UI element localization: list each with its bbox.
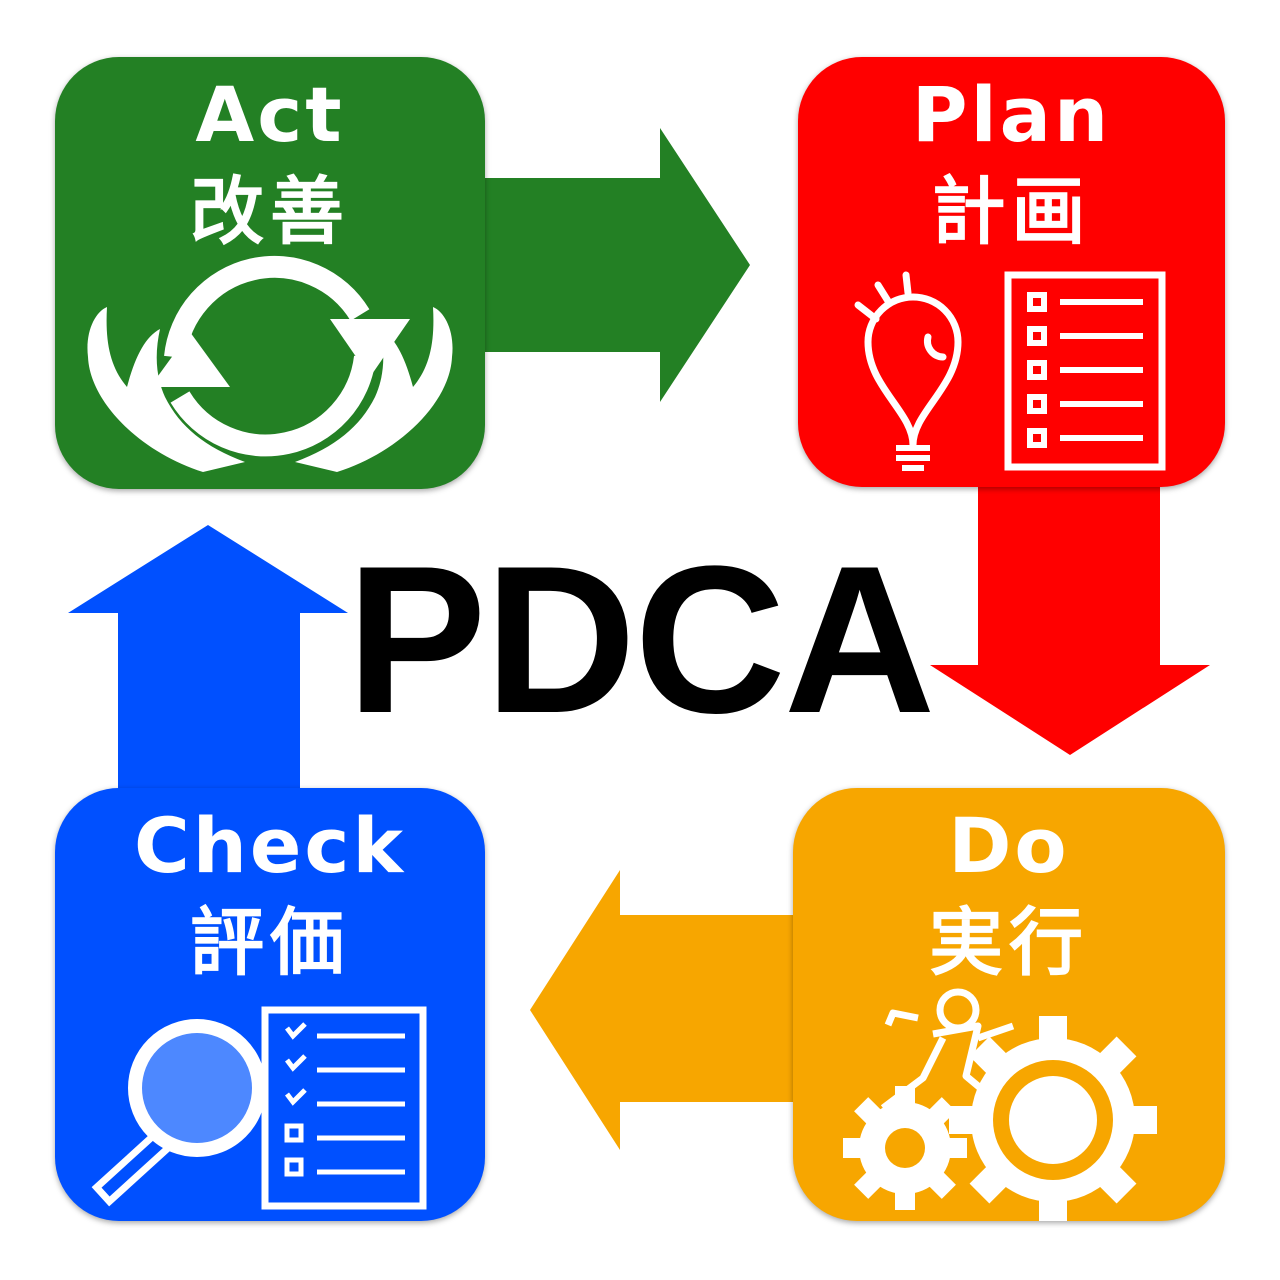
arrow-act-to-plan [470, 128, 750, 402]
act-label: Act [195, 70, 345, 159]
check-label: Check [133, 801, 407, 890]
plan-label: Plan [911, 70, 1112, 159]
arrow-plan-to-do [930, 470, 1210, 755]
runner-gears-icon [843, 988, 1157, 1221]
plan-card: Plan 計画 [798, 57, 1225, 487]
lightbulb-checklist-icon [854, 271, 1166, 471]
check-label-ja: 評価 [190, 900, 350, 986]
do-label-ja: 実行 [929, 900, 1089, 986]
do-card: Do 実行 [793, 788, 1225, 1221]
plan-label-ja: 計画 [931, 169, 1092, 255]
check-card: Check 評価 [55, 788, 485, 1221]
arrow-do-to-check [530, 870, 810, 1150]
magnifier-checklist-icon [91, 1006, 427, 1210]
arrow-check-to-act [68, 525, 348, 800]
act-label-ja: 改善 [190, 169, 350, 255]
cycle-hands-icon [87, 255, 453, 472]
page-title: PDCA [346, 522, 935, 757]
act-card: Act 改善 [55, 57, 485, 489]
do-label: Do [948, 801, 1070, 890]
